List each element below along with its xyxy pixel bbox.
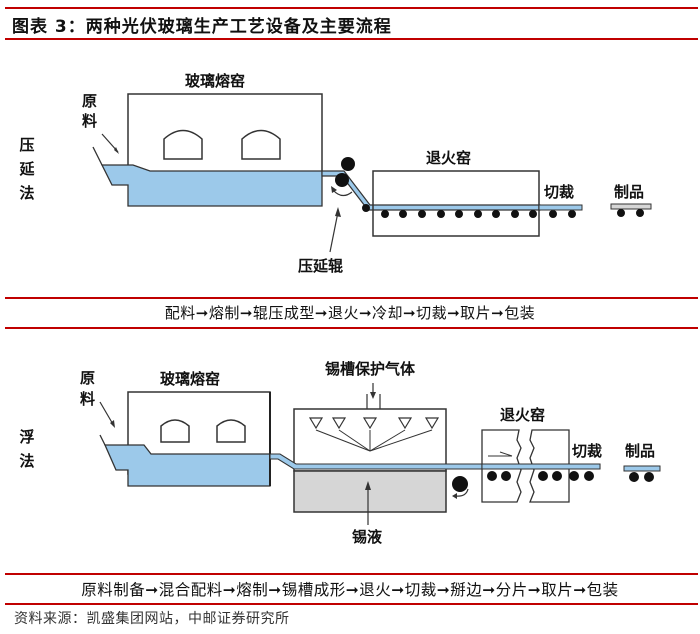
arrow-head — [452, 493, 457, 499]
side-char: 浮 — [19, 428, 35, 446]
float-gas-label: 锡槽保护气体 — [325, 360, 416, 378]
roller — [487, 471, 497, 481]
float-side-label: 浮 法 — [18, 425, 36, 473]
roller — [492, 210, 500, 218]
arrow-head — [331, 186, 337, 193]
rolling-raw-label: 料 — [82, 112, 97, 130]
product-roller — [617, 209, 625, 217]
roller — [549, 210, 557, 218]
roller — [381, 210, 389, 218]
nozzle — [397, 417, 413, 430]
rolling-annealing-box — [372, 170, 540, 237]
figure-title: 图表 3：两种光伏玻璃生产工艺设备及主要流程 — [12, 17, 392, 37]
tin-bath-liquid — [293, 470, 447, 513]
arrow-head — [370, 392, 376, 399]
roller — [538, 471, 548, 481]
float-product — [623, 465, 661, 472]
nozzle — [362, 417, 378, 430]
product-roller — [644, 472, 654, 482]
top-rule — [5, 7, 698, 9]
product-roller — [629, 472, 639, 482]
arrow-head — [114, 147, 119, 154]
roller — [584, 471, 594, 481]
nozzle — [308, 417, 324, 430]
float-annealing-label: 退火窑 — [500, 406, 545, 424]
gas-nozzles — [308, 417, 440, 430]
float-product-label: 制品 — [625, 442, 655, 460]
side-char: 压 — [19, 136, 35, 154]
rolling-process-flow: 配料➞熔制➞辊压成型➞退火➞冷却➞切裁➞取片➞包装 — [164, 304, 536, 322]
float-raw-label: 原 — [80, 369, 95, 387]
nozzle — [331, 417, 347, 430]
rolling-diagram: 原 料 玻璃熔窑 退火窑 切裁 制品 压延辊 — [82, 72, 652, 275]
rotation-arrow — [455, 488, 469, 497]
source-note: 资料来源：凯盛集团网站，中邮证券研究所 — [14, 611, 290, 627]
roller — [474, 210, 482, 218]
roller — [418, 210, 426, 218]
inlet-wall — [99, 434, 106, 446]
furnace-arch — [160, 419, 190, 443]
rolling-cutting-label: 切裁 — [544, 183, 574, 201]
float-glass-on-rollers — [481, 463, 601, 470]
nozzle — [424, 417, 440, 430]
rolling-flow-bottom-rule — [5, 327, 698, 329]
float-melt-pool — [104, 444, 271, 487]
rolling-raw-label: 原 — [82, 92, 97, 110]
rolling-product — [610, 203, 652, 210]
arrow-head — [335, 207, 341, 217]
gas-flow-lines — [315, 429, 433, 452]
rolling-flow-top-rule — [5, 297, 698, 299]
roller — [511, 210, 519, 218]
cut-glass-strip — [538, 204, 583, 211]
float-tin-label: 锡液 — [352, 528, 383, 546]
roller — [399, 210, 407, 218]
annealing-rollers — [381, 210, 576, 218]
annealing-arrow — [499, 451, 513, 457]
float-process-flow: 原料制备➞混合配料➞熔制➞锡槽成形➞退火➞切裁➞掰边➞分片➞取片➞包装 — [81, 581, 619, 599]
float-raw-label: 料 — [80, 390, 95, 408]
side-char: 法 — [19, 452, 35, 470]
roller — [552, 471, 562, 481]
furnace-arch — [241, 129, 281, 160]
float-cutting-label: 切裁 — [572, 442, 602, 460]
lift-out-roller — [452, 476, 468, 492]
press-roller-top — [341, 157, 355, 171]
roller — [455, 210, 463, 218]
rolling-roller-label: 压延辊 — [298, 257, 343, 275]
roller — [568, 210, 576, 218]
rolling-annealing-label: 退火窑 — [426, 149, 471, 167]
arrow-head — [110, 420, 115, 428]
annealing-rollers — [487, 471, 594, 481]
float-flow-bottom-rule — [5, 603, 698, 605]
inlet-wall — [92, 146, 103, 166]
roller-pointer — [329, 211, 339, 253]
furnace-arch — [163, 129, 203, 160]
title-rule — [5, 38, 698, 40]
side-char: 法 — [19, 184, 35, 202]
rolling-product-label: 制品 — [614, 183, 644, 201]
roller — [501, 471, 511, 481]
roller — [529, 210, 537, 218]
press-roller-bottom — [335, 173, 349, 187]
arrow-head — [365, 481, 371, 490]
roller — [437, 210, 445, 218]
furnace-arch — [216, 419, 246, 443]
float-furnace-label: 玻璃熔窑 — [160, 370, 220, 388]
roller — [569, 471, 579, 481]
rolling-melt-pool — [100, 164, 323, 207]
float-flow-top-rule — [5, 573, 698, 575]
rolling-furnace-label: 玻璃熔窑 — [185, 72, 245, 90]
side-char: 延 — [19, 160, 35, 178]
rolling-side-label: 压 延 法 — [18, 133, 36, 205]
guide-roller — [362, 204, 370, 212]
product-roller — [636, 209, 644, 217]
